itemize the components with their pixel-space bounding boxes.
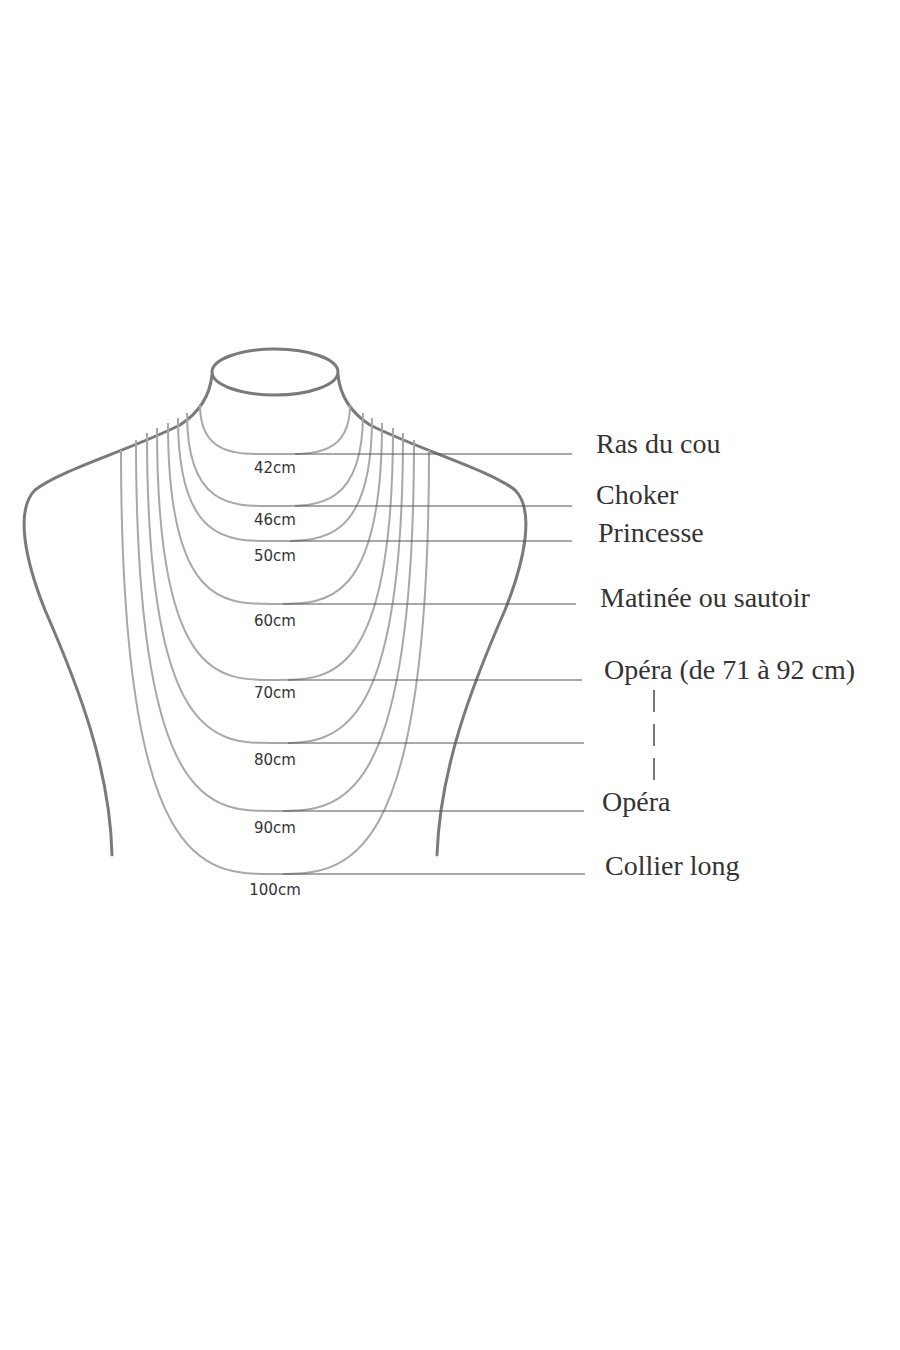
style-name: Opéra (de 71 à 92 cm) xyxy=(604,654,855,686)
style-name: Choker xyxy=(596,479,678,511)
leader-line xyxy=(288,679,582,680)
length-label: 50cm xyxy=(252,547,298,565)
leader-line xyxy=(295,505,572,506)
leader-line xyxy=(283,603,576,604)
style-name: Ras du cou xyxy=(596,428,720,460)
style-name: Opéra xyxy=(602,786,670,818)
length-label: 100cm xyxy=(247,881,303,899)
length-label: 60cm xyxy=(252,612,298,630)
length-label: 42cm xyxy=(252,459,298,477)
leader-line xyxy=(283,810,584,811)
bust-right xyxy=(338,375,526,855)
neck-top xyxy=(212,349,338,395)
leader-line xyxy=(283,873,585,874)
style-name: Collier long xyxy=(605,850,740,882)
necklace-curve xyxy=(178,418,372,541)
range-bracket xyxy=(653,690,655,780)
necklace-curve xyxy=(136,440,414,811)
necklace-curve xyxy=(147,433,403,743)
leader-line xyxy=(290,540,572,541)
length-label: 46cm xyxy=(252,511,298,529)
leader-lines xyxy=(283,454,585,874)
necklace-curve xyxy=(168,423,382,604)
style-name: Princesse xyxy=(598,517,704,549)
length-label: 70cm xyxy=(252,684,298,702)
length-label: 90cm xyxy=(252,819,298,837)
necklace-curve xyxy=(157,428,393,680)
leader-line xyxy=(295,453,572,454)
length-label: 80cm xyxy=(252,751,298,769)
necklace-curves xyxy=(121,405,429,874)
necklace-curve xyxy=(200,405,350,454)
leader-line xyxy=(288,742,584,743)
necklace-curve xyxy=(187,413,363,506)
bust-left xyxy=(24,375,212,855)
style-name: Matinée ou sautoir xyxy=(600,582,810,614)
